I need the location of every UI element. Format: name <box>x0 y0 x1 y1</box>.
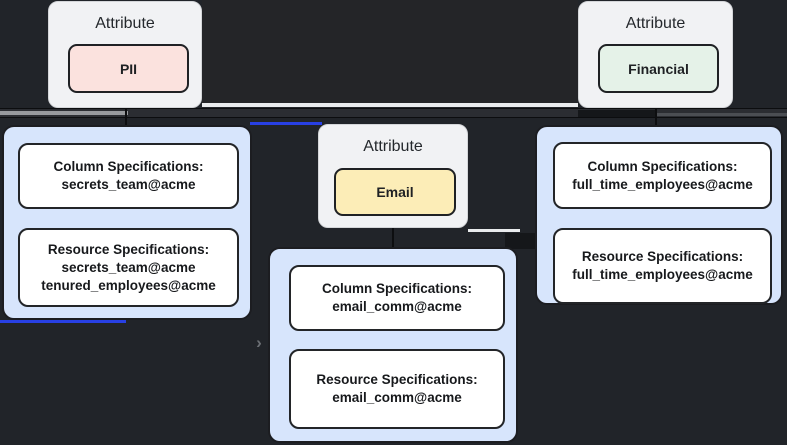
gray-line-artifact <box>657 113 787 116</box>
gray-strip-artifact <box>0 111 128 115</box>
column-specs-value: full_time_employees@acme <box>572 176 753 192</box>
financial-attribute-card[interactable]: Attribute Financial <box>578 1 733 108</box>
resource-specs-value: full_time_employees@acme <box>572 267 753 282</box>
blue-highlight-line-bottom <box>0 320 126 323</box>
light-line-artifact <box>468 229 520 232</box>
financial-specs-panel[interactable]: Column Specifications: full_time_employe… <box>535 125 783 305</box>
financial-column-specs-box[interactable]: Column Specifications: full_time_employe… <box>553 142 772 209</box>
resource-specs-value: email_comm@acme <box>332 390 462 405</box>
email-specs-panel[interactable]: Column Specifications: email_comm@acme R… <box>268 247 518 443</box>
hidden-node-artifact <box>202 0 578 103</box>
resource-specs-label: Resource Specifications: <box>316 372 478 387</box>
pii-specs-panel[interactable]: Column Specifications: secrets_team@acme… <box>2 125 252 320</box>
attribute-chip-label: Email <box>376 184 414 200</box>
column-specs-value: secrets_team@acme <box>61 177 196 192</box>
collapse-chevron-icon[interactable]: › <box>256 333 262 352</box>
attribute-chip-label: Financial <box>628 60 689 77</box>
hidden-card-edge-artifact <box>202 103 578 107</box>
column-specs-label: Column Specifications: <box>587 158 738 174</box>
pii-resource-specs-box[interactable]: Resource Specifications: secrets_team@ac… <box>18 228 239 307</box>
email-column-specs-box[interactable]: Column Specifications: email_comm@acme <box>289 265 505 331</box>
attribute-card-title: Attribute <box>625 15 686 32</box>
resource-specs-label: Resource Specifications: <box>581 249 744 264</box>
edge-financial-to-panel <box>655 108 657 126</box>
pii-attribute-card[interactable]: Attribute PII <box>48 1 202 108</box>
column-specs-label: Column Specifications: <box>321 281 473 296</box>
blue-highlight-line-top <box>250 122 322 125</box>
pii-attribute-chip[interactable]: PII <box>68 44 189 93</box>
canvas-band-artifact <box>0 108 787 118</box>
email-attribute-card[interactable]: Attribute Email <box>318 124 468 228</box>
column-specs-value: email_comm@acme <box>332 299 462 314</box>
email-attribute-chip[interactable]: Email <box>334 168 456 216</box>
financial-resource-specs-box[interactable]: Resource Specifications: full_time_emplo… <box>553 228 772 304</box>
resource-specs-value: secrets_team@acme <box>61 259 196 275</box>
financial-attribute-chip[interactable]: Financial <box>598 44 719 93</box>
attribute-card-title: Attribute <box>95 15 155 32</box>
attribute-chip-label: PII <box>119 60 138 77</box>
email-resource-specs-box[interactable]: Resource Specifications: email_comm@acme <box>289 349 505 429</box>
resource-specs-value: tenured_employees@acme <box>41 277 216 293</box>
edge-pii-to-panel <box>125 108 127 126</box>
resource-specs-label: Resource Specifications: <box>47 241 210 257</box>
attribute-card-title: Attribute <box>363 138 423 155</box>
edge-email-to-panel <box>392 228 394 248</box>
dark-strip-artifact <box>578 110 657 117</box>
column-specs-label: Column Specifications: <box>53 159 204 174</box>
pii-column-specs-box[interactable]: Column Specifications: secrets_team@acme <box>18 143 239 209</box>
dark-notch-artifact <box>505 233 540 249</box>
